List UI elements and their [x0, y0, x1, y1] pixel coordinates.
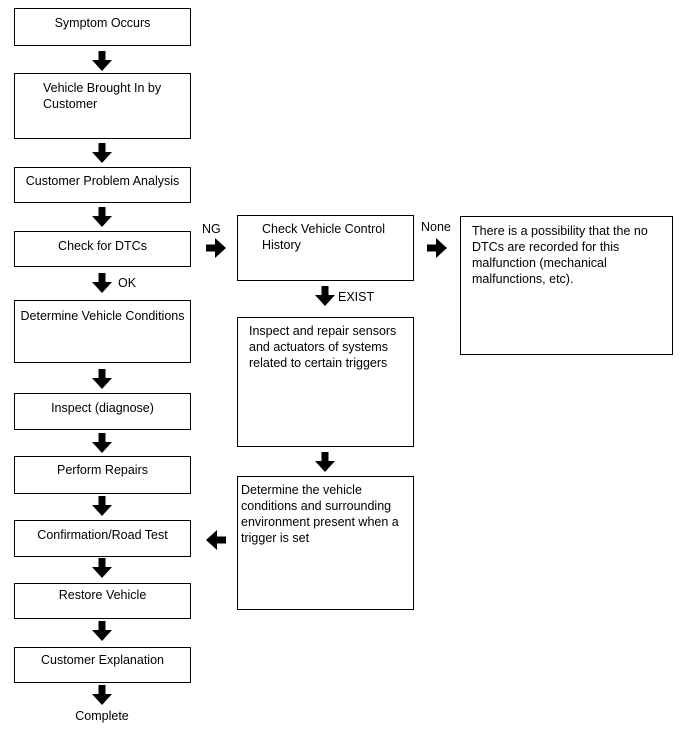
step-check-for-dtcs: Check for DTCs	[14, 231, 191, 267]
arrow-down-6	[92, 433, 112, 453]
arrow-down-exist	[315, 286, 335, 306]
step-label: Check Vehicle Control History	[262, 222, 385, 252]
label-none: None	[421, 220, 451, 234]
step-determine-vehicle-conditions: Determine Vehicle Conditions	[14, 300, 191, 363]
arrow-down-5	[92, 369, 112, 389]
step-complete: Complete	[75, 709, 129, 723]
step-label: Perform Repairs	[57, 463, 148, 477]
step-label: Vehicle Brought In by Customer	[43, 81, 162, 111]
arrow-down-9	[92, 621, 112, 641]
arrow-down-2	[92, 143, 112, 163]
arrow-down-10	[92, 685, 112, 705]
arrow-right-none	[427, 238, 447, 258]
step-symptom-occurs: Symptom Occurs	[14, 8, 191, 46]
step-label: Customer Problem Analysis	[25, 174, 180, 188]
step-restore-vehicle: Restore Vehicle	[14, 583, 191, 619]
step-label: Determine the vehicle conditions and sur…	[241, 483, 399, 545]
label-ng: NG	[202, 222, 221, 236]
step-confirmation-road-test: Confirmation/Road Test	[14, 520, 191, 557]
step-customer-explanation: Customer Explanation	[14, 647, 191, 683]
note-no-dtc-possibility: There is a possibility that the no DTCs …	[460, 216, 673, 355]
step-label: Determine Vehicle Conditions	[20, 309, 185, 323]
step-label: Restore Vehicle	[58, 588, 147, 602]
step-vehicle-brought-in: Vehicle Brought In by Customer	[14, 73, 191, 139]
note-text: There is a possibility that the no DTCs …	[472, 224, 648, 286]
step-label: Symptom Occurs	[54, 16, 151, 30]
step-label: Check for DTCs	[58, 239, 147, 253]
arrow-down-8	[92, 558, 112, 578]
label-exist: EXIST	[338, 290, 375, 304]
step-customer-problem-analysis: Customer Problem Analysis	[14, 167, 191, 203]
arrow-right-ng	[206, 238, 226, 258]
step-perform-repairs: Perform Repairs	[14, 456, 191, 494]
step-check-vehicle-control-history: Check Vehicle Control History	[237, 215, 414, 281]
step-label: Inspect and repair sensors and actuators…	[249, 324, 397, 370]
step-label: Customer Explanation	[41, 653, 164, 667]
arrow-down-3	[92, 207, 112, 227]
arrow-down-7	[92, 496, 112, 516]
label-ok: OK	[118, 276, 137, 290]
step-label: Inspect (diagnose)	[51, 401, 154, 415]
step-inspect-and-repair-sensors: Inspect and repair sensors and actuators…	[237, 317, 414, 447]
arrow-down-branch	[315, 452, 335, 472]
arrow-down-1	[92, 51, 112, 71]
step-determine-environment: Determine the vehicle conditions and sur…	[237, 476, 414, 610]
arrow-down-ok	[92, 273, 112, 293]
arrow-left-return	[206, 530, 226, 550]
step-inspect-diagnose: Inspect (diagnose)	[14, 393, 191, 430]
step-label: Confirmation/Road Test	[37, 528, 168, 542]
